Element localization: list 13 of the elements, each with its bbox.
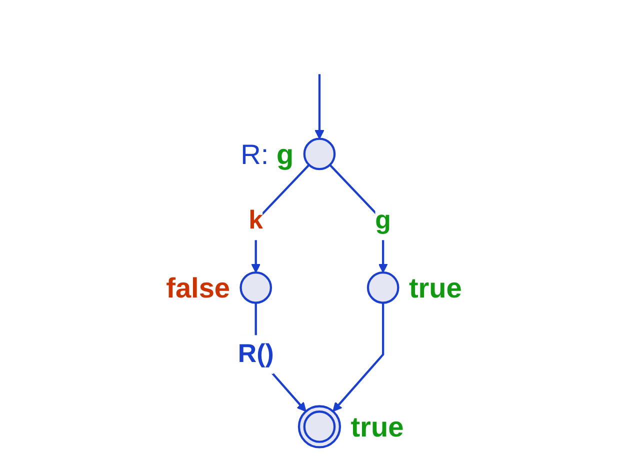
state-label: false bbox=[166, 272, 230, 303]
state-label: R: g bbox=[240, 138, 294, 169]
edge-label: g bbox=[375, 205, 391, 234]
node-circle bbox=[366, 270, 400, 304]
state-label: true bbox=[408, 272, 462, 303]
arrow bbox=[314, 74, 324, 139]
state-label: true bbox=[350, 410, 404, 442]
edge-label: k bbox=[248, 205, 264, 234]
edge-label: R() bbox=[238, 338, 274, 368]
node-circle bbox=[303, 137, 336, 170]
arrow bbox=[332, 302, 384, 412]
node-circle bbox=[240, 270, 272, 304]
node-double-circle bbox=[298, 404, 342, 448]
